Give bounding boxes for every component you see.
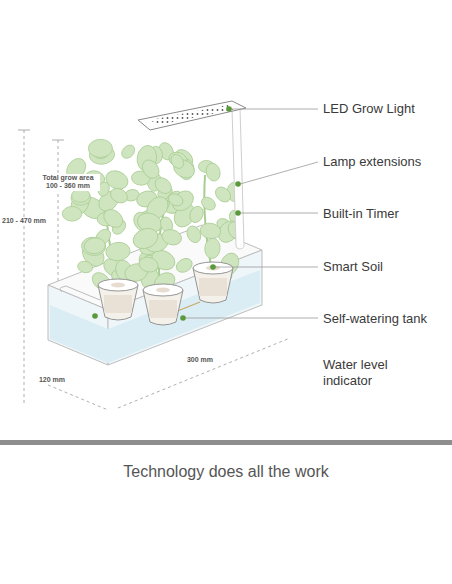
part-label: Built-in Timer — [323, 206, 448, 222]
leaf — [88, 139, 112, 157]
part-label: Water level indicator — [323, 357, 433, 388]
soil-pod — [98, 279, 138, 320]
leaf — [167, 192, 185, 209]
soil-pod — [143, 284, 183, 325]
leaf — [105, 241, 131, 262]
part-label: Smart Soil — [323, 259, 448, 275]
dimension-label: 300 mm — [180, 356, 220, 364]
soil-pod — [193, 262, 233, 303]
plant-leaves — [62, 139, 246, 295]
led-grow-light — [138, 101, 246, 245]
leaf — [184, 224, 203, 245]
leaf — [108, 185, 130, 205]
dimension-label: Total grow area 100 - 360 mm — [36, 174, 100, 191]
leader-lines — [185, 109, 318, 318]
leaf — [137, 255, 159, 274]
leaf — [187, 204, 205, 224]
leaf — [81, 236, 107, 256]
dimension-label: 210 - 470 mm — [2, 217, 46, 225]
divider-bar — [0, 440, 452, 445]
leaf — [130, 225, 161, 252]
part-label: LED Grow Light — [323, 101, 448, 117]
leaf — [204, 238, 221, 260]
leaf — [83, 237, 106, 255]
part-label: Self-watering tank — [323, 311, 448, 327]
dimension-lines — [18, 130, 290, 410]
leaf — [199, 222, 222, 241]
part-label: Lamp extensions — [323, 154, 448, 170]
leaf — [119, 143, 137, 161]
smart-soil-pods — [98, 262, 233, 325]
leaf — [160, 227, 183, 247]
dimension-label: 120 mm — [32, 376, 72, 384]
caption: Technology does all the work — [0, 462, 452, 481]
leaf — [212, 184, 233, 205]
leaf — [77, 260, 94, 274]
leaf — [168, 152, 186, 171]
leaf — [199, 195, 218, 213]
leaf — [100, 206, 126, 231]
tank — [48, 225, 262, 365]
leaf — [62, 206, 82, 221]
leaf — [139, 157, 162, 182]
leaf — [174, 256, 195, 275]
leaf — [204, 162, 222, 183]
callout-dots — [92, 106, 241, 321]
